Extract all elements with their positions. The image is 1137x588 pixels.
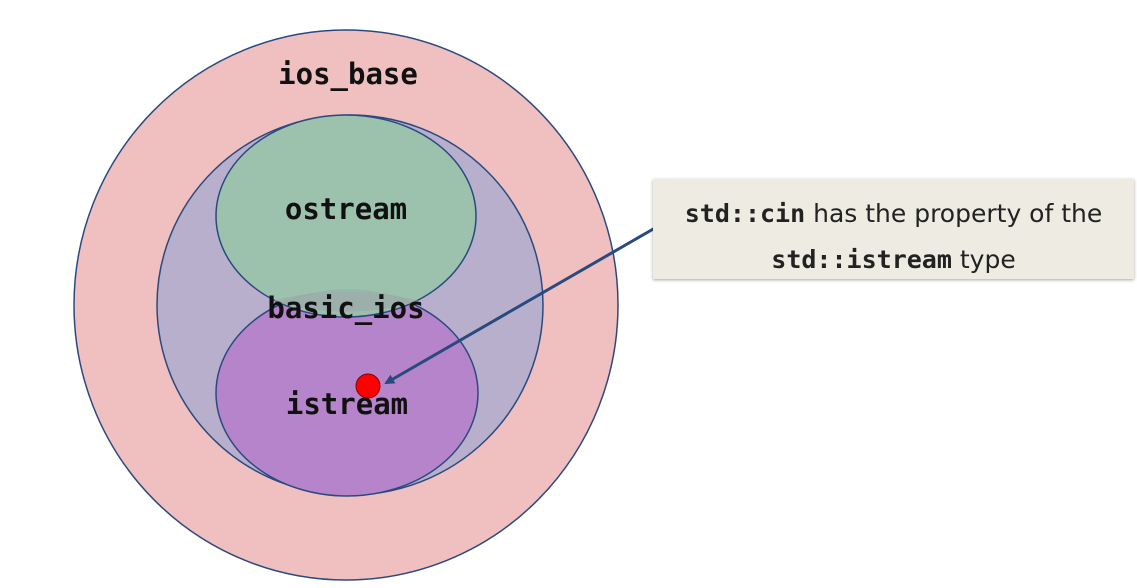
ostream-ellipse xyxy=(215,114,477,318)
callout-line-2: std::istream type xyxy=(653,237,1134,283)
callout-text-1: has the property of the xyxy=(805,199,1103,228)
pointer-arrow xyxy=(384,226,656,385)
callout-box: std::cin has the property of the std::is… xyxy=(653,179,1134,279)
callout-text-2: type xyxy=(951,245,1016,274)
std-cin-point xyxy=(355,373,381,399)
istream-label: istream xyxy=(286,387,408,421)
ostream-label: ostream xyxy=(285,192,407,226)
callout-code-istream: std::istream xyxy=(771,245,952,274)
ios-base-label: ios_base xyxy=(278,57,418,91)
ostream-istream-overlap xyxy=(272,291,420,312)
callout-code-cin: std::cin xyxy=(684,199,806,228)
callout-line-1: std::cin has the property of the xyxy=(653,191,1134,237)
basic-ios-label: basic_ios xyxy=(267,291,424,325)
